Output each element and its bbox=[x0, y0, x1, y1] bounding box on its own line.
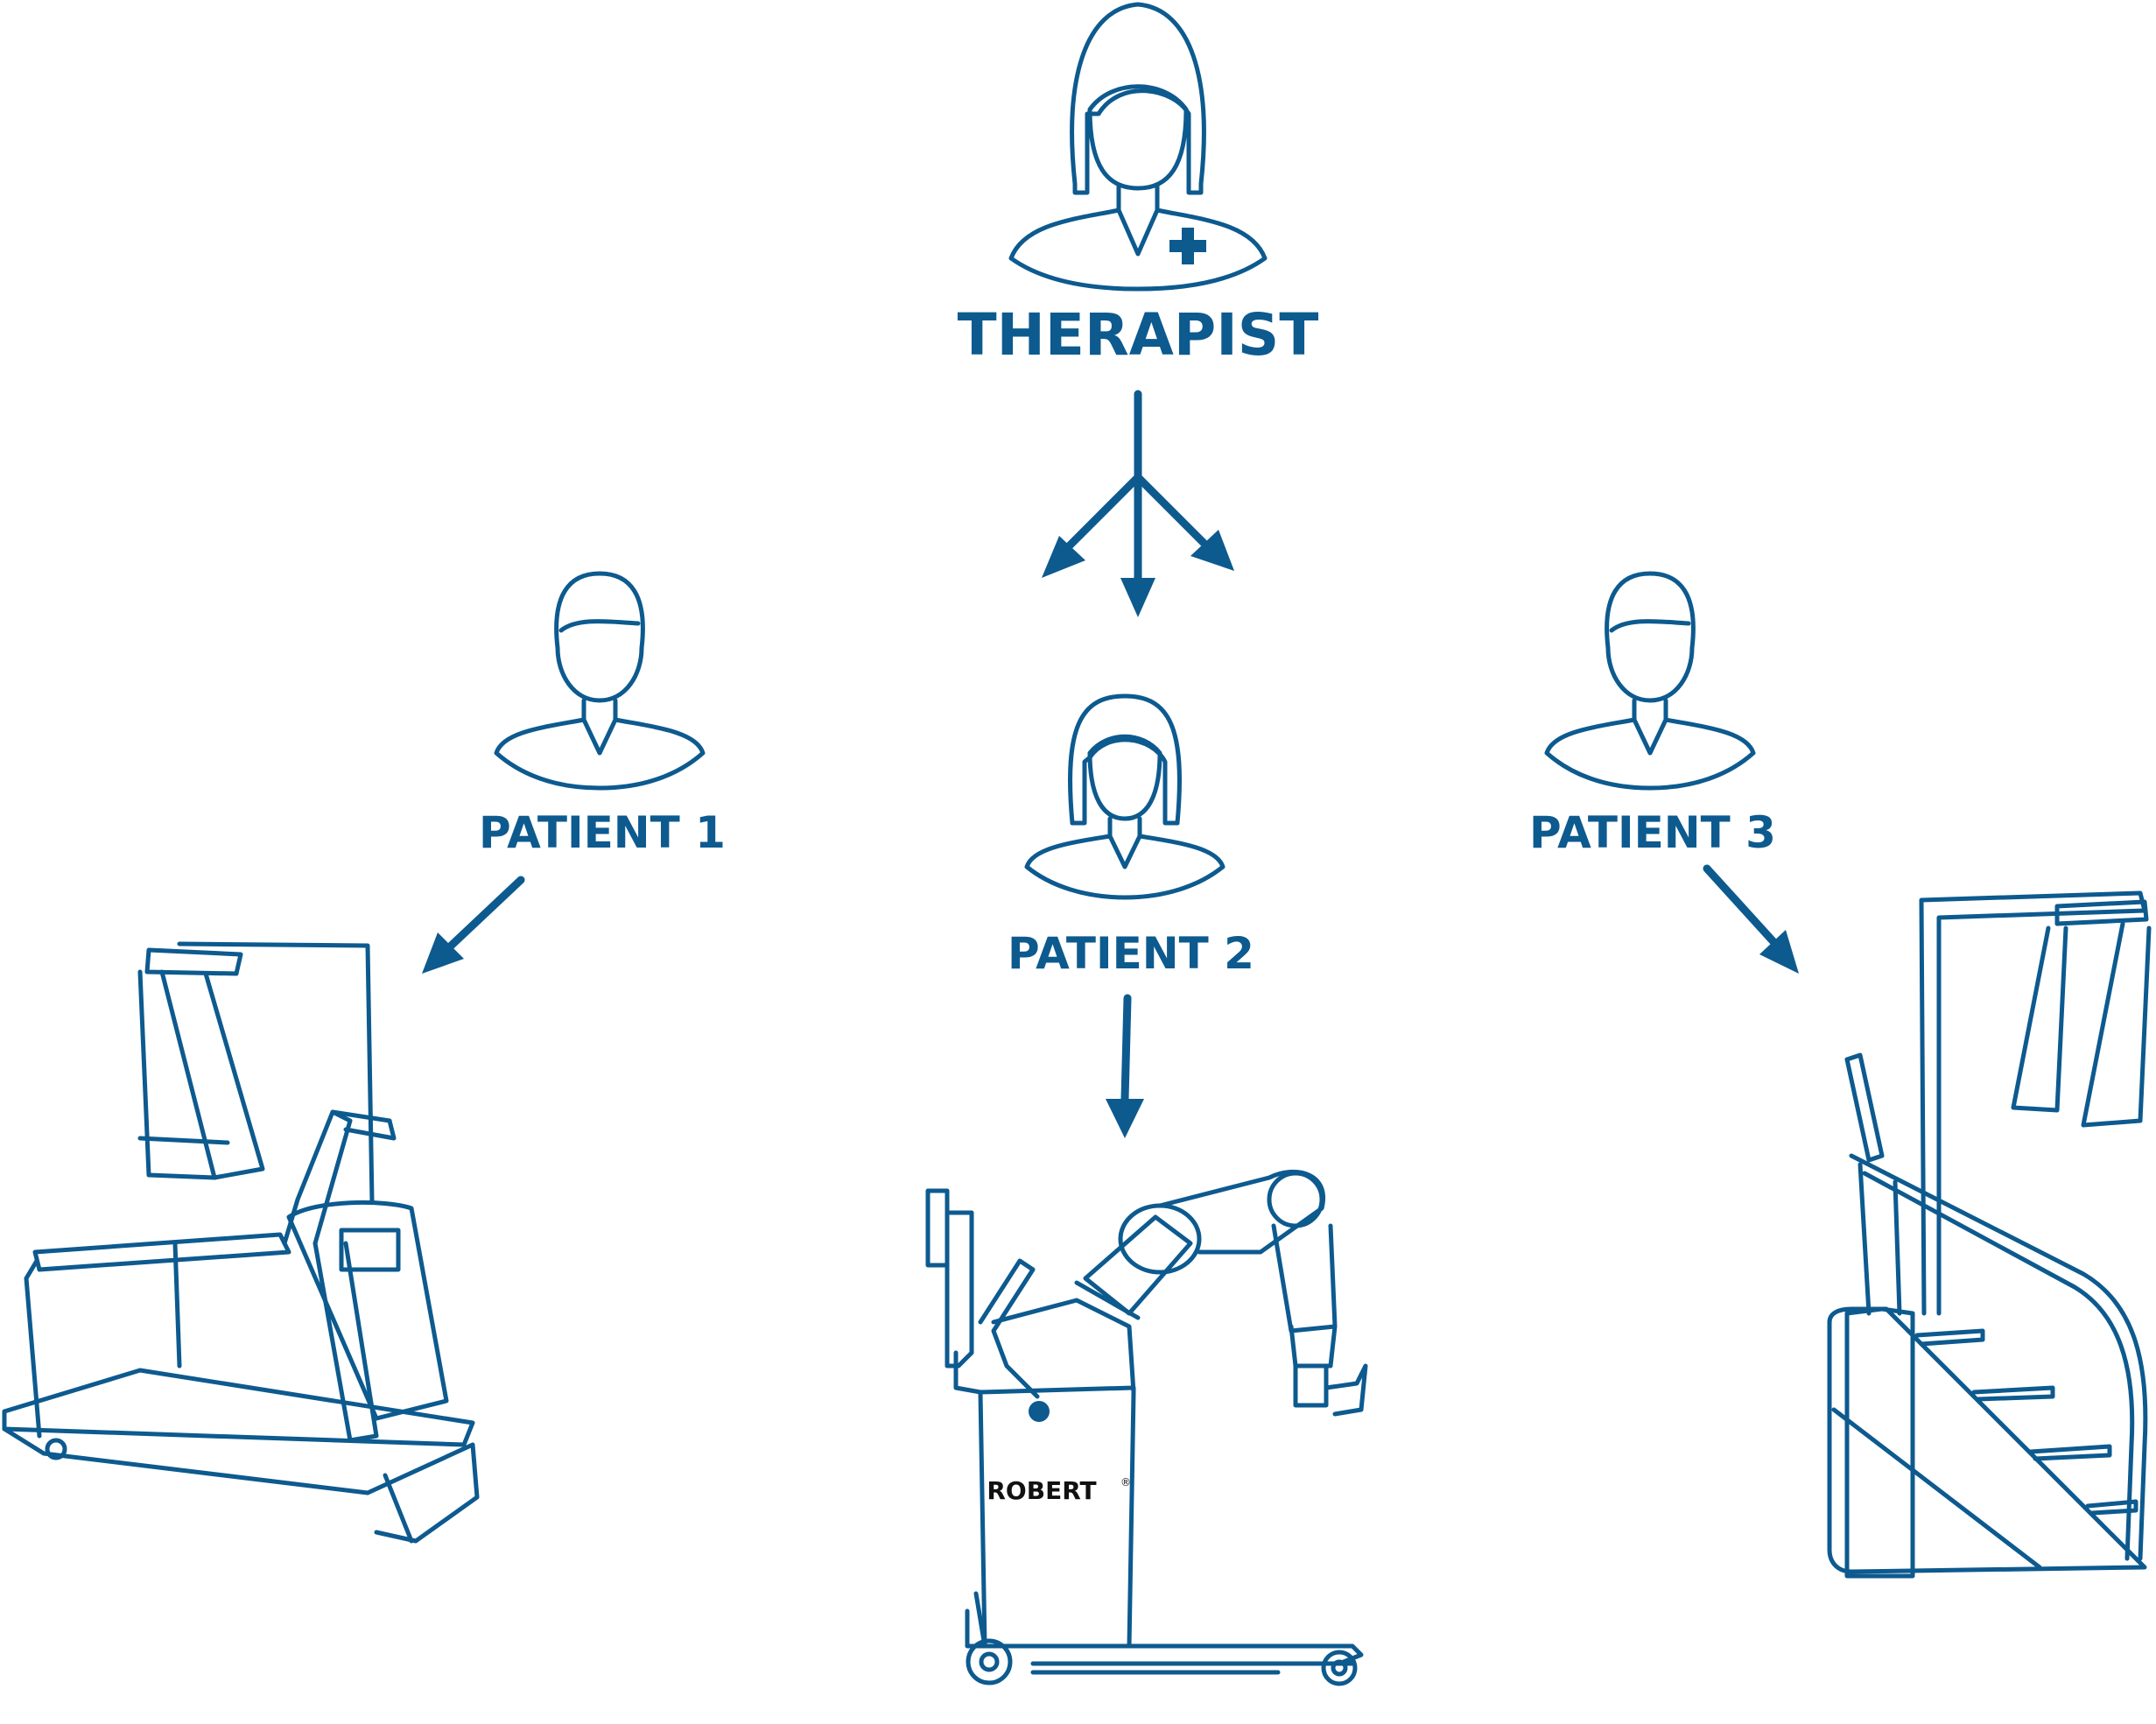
arrow-patient-1 bbox=[422, 876, 525, 974]
treadmill-icon bbox=[2, 941, 480, 1544]
patient-1-label: PATIENT 1 bbox=[479, 807, 726, 858]
patient-3-icon bbox=[1544, 571, 1756, 791]
robot-brand-label: ROBERT bbox=[987, 1476, 1096, 1505]
patient-1-icon bbox=[494, 571, 706, 791]
patient-3-label: PATIENT 3 bbox=[1529, 807, 1776, 858]
patient-2-icon bbox=[1024, 693, 1225, 900]
robot-arm-icon: ROBERT ® bbox=[925, 1169, 1368, 1686]
arrow-patient-2 bbox=[1106, 994, 1144, 1138]
split-arrow bbox=[1042, 390, 1234, 617]
stair-trainer-icon bbox=[1827, 890, 2152, 1579]
patient-2-label: PATIENT 2 bbox=[1008, 928, 1254, 979]
therapist-icon bbox=[1008, 2, 1268, 292]
robot-brand-mark: ® bbox=[1120, 1476, 1131, 1488]
arrow-patient-3 bbox=[1703, 864, 1799, 974]
therapist-label: THERAPIST bbox=[958, 301, 1319, 369]
